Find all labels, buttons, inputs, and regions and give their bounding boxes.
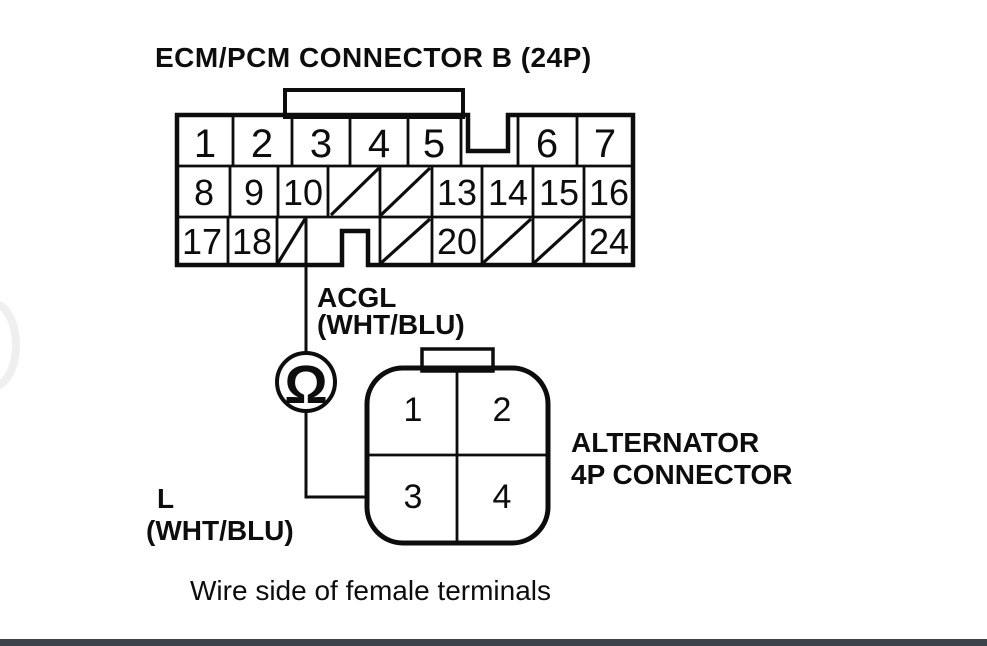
alt-pin-3: 3 [404, 478, 423, 516]
alternator-label-line2: 4P CONNECTOR [571, 459, 792, 490]
test-wire: Ω [275, 217, 367, 499]
wire-color-acgl: (WHT/BLU) [317, 309, 465, 340]
pin-18: 18 [232, 221, 272, 262]
alt-pin-2: 2 [493, 391, 512, 429]
pin-1: 1 [194, 122, 216, 166]
wire-path [304, 217, 367, 499]
alternator-dividers [367, 368, 548, 543]
alt-pin-4: 4 [493, 478, 512, 516]
diagram-title: ECM/PCM CONNECTOR B (24P) [155, 42, 592, 73]
pin-8: 8 [194, 172, 214, 213]
connector-b-grid [177, 115, 633, 265]
pin-3: 3 [310, 122, 332, 166]
ohmmeter-circle [275, 351, 337, 413]
pin-2: 2 [251, 122, 273, 166]
pin-6: 6 [536, 122, 558, 166]
empty-cell-slashes [276, 166, 584, 265]
ohmmeter-symbol: Ω [284, 355, 327, 415]
pin-4: 4 [368, 122, 390, 166]
page-edge-line [0, 639, 987, 646]
pin-24: 24 [589, 221, 629, 262]
alternator-label-line1: ALTERNATOR [571, 427, 759, 458]
wire-name-acgl: ACGL [317, 282, 396, 313]
diagram-caption: Wire side of female terminals [190, 575, 551, 606]
pin-20: 20 [437, 221, 477, 262]
ecm-connector-b: 1 2 3 4 5 6 7 8 9 10 13 14 15 16 17 18 2… [174, 88, 636, 268]
pin-7: 7 [594, 122, 616, 166]
pin-17: 17 [182, 221, 222, 262]
pin-10: 10 [283, 172, 323, 213]
scan-artifact [0, 300, 20, 390]
wire-color-l: (WHT/BLU) [146, 515, 294, 546]
alt-pin-1: 1 [404, 391, 423, 429]
pin-16: 16 [589, 172, 629, 213]
alternator-connector: 1 2 3 4 [364, 347, 551, 546]
pin-5: 5 [423, 122, 445, 166]
connector-b-outline [174, 112, 636, 268]
pin-9: 9 [244, 172, 264, 213]
pin-15: 15 [539, 172, 579, 213]
pin-14: 14 [488, 172, 528, 213]
pin-13: 13 [437, 172, 477, 213]
wire-name-l: L [157, 483, 174, 514]
